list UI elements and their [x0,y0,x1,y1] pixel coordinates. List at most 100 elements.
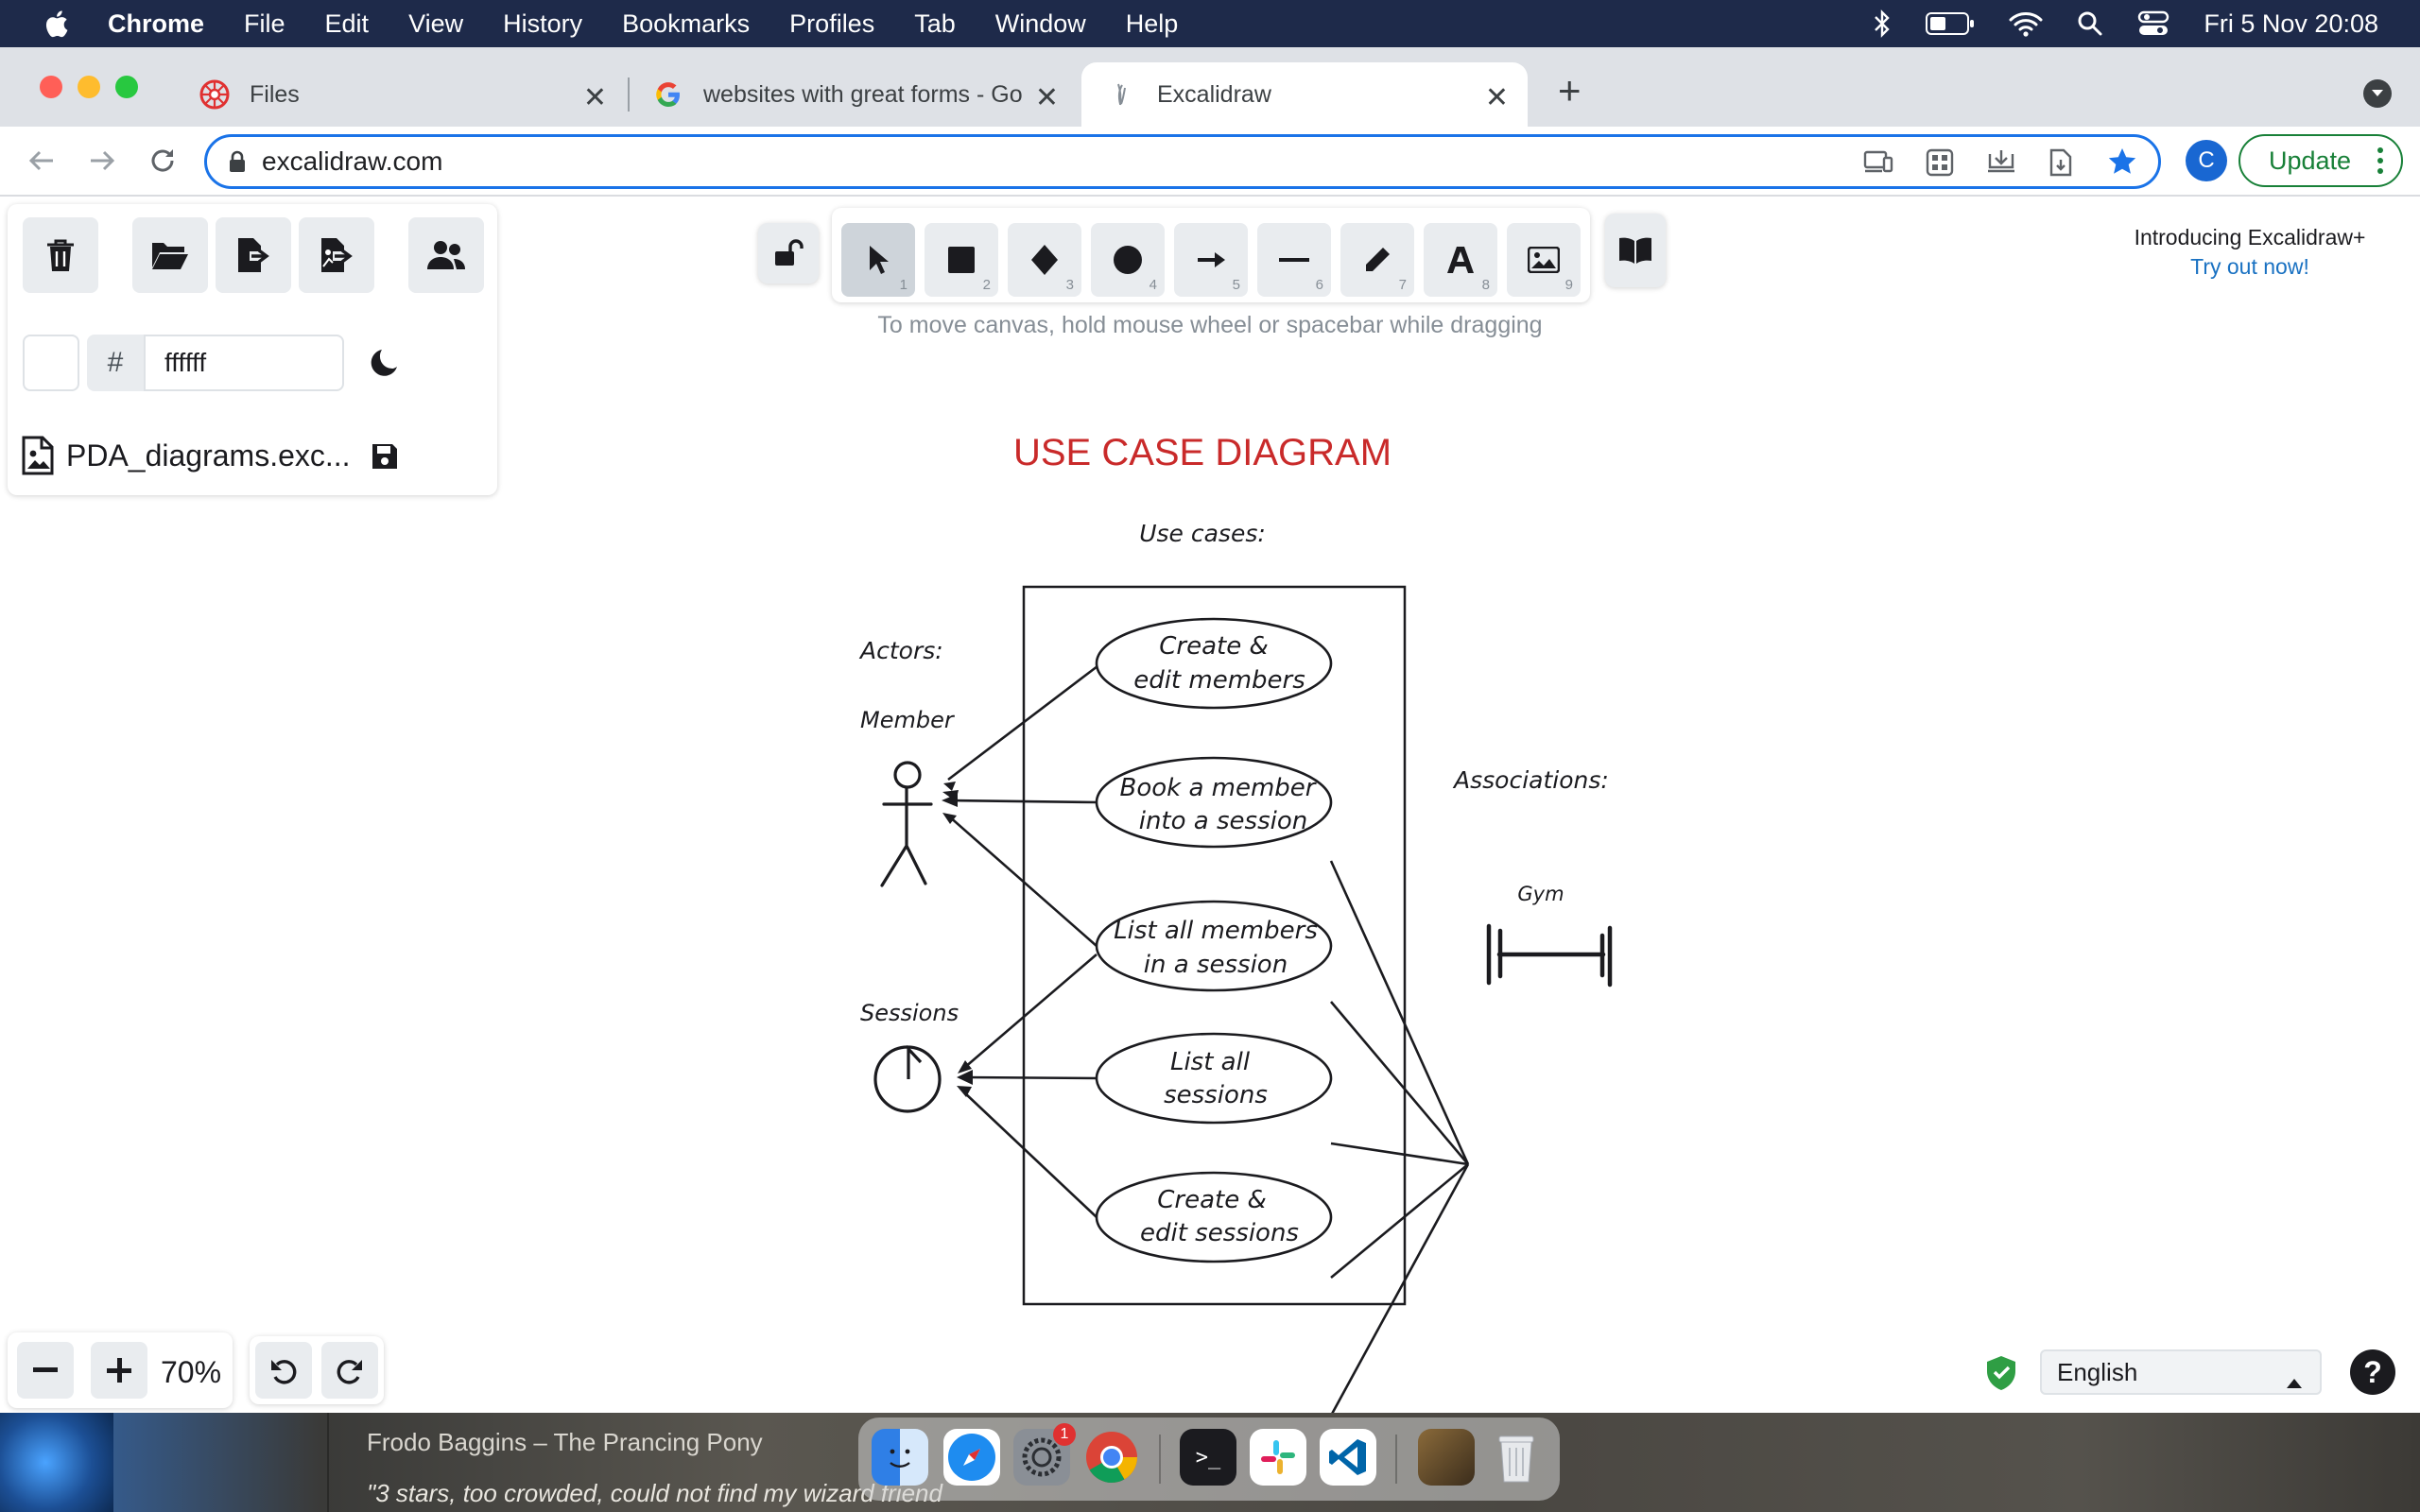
help-question-icon[interactable]: ? [2350,1349,2395,1395]
address-bar[interactable]: excalidraw.com [204,134,2161,189]
encryption-shield-icon[interactable] [1985,1355,2017,1396]
promo-link[interactable]: Try out now! [2190,254,2309,279]
chrome-icon[interactable] [1083,1429,1140,1486]
gym-label[interactable]: Gym [1517,883,1564,905]
bluetooth-icon[interactable] [1873,9,1892,38]
excalidraw-canvas[interactable]: # ffffff PDA_diagrams.exc... 1 2 3 4 5 6… [0,198,2420,1413]
menu-help[interactable]: Help [1125,9,1179,38]
current-filename[interactable]: PDA_diagrams.exc... [66,438,351,472]
selection-tool[interactable]: 1 [841,223,915,297]
save-page-icon[interactable] [2048,148,2073,181]
text-tool[interactable]: 8 [1424,223,1497,297]
reload-icon[interactable] [142,140,183,181]
line-tool[interactable]: 6 [1257,223,1331,297]
profile-avatar[interactable]: C [2186,140,2227,181]
pencil-draw-tool[interactable]: 7 [1340,223,1414,297]
music-widget-quote[interactable]: "3 stars, too crowded, could not find my… [367,1479,942,1507]
slack-icon[interactable] [1250,1429,1306,1486]
save-file-icon[interactable] [371,442,399,475]
menu-file[interactable]: File [244,9,285,38]
zoom-level-label[interactable]: 70% [161,1355,222,1389]
update-button[interactable]: Update [2238,134,2403,187]
terminal-icon[interactable]: >_ [1180,1429,1236,1486]
use-case-list-members-in-session[interactable]: List all members in a session [1095,900,1333,992]
use-case-diagram[interactable]: USE CASE DIAGRAM Use cases: Actors: Asso… [0,198,2420,1413]
menu-edit[interactable]: Edit [324,9,370,38]
use-case-create-edit-members[interactable]: Create & edit members [1095,617,1333,710]
open-file-button[interactable] [132,217,208,293]
menu-view[interactable]: View [408,9,464,38]
zoom-in-button[interactable] [91,1342,147,1399]
system-boundary[interactable] [1022,585,1407,1306]
system-preferences-icon[interactable]: 1 [1013,1423,1076,1486]
use-case-create-edit-sessions[interactable]: Create & edit sessions [1095,1171,1333,1263]
use-case-list-all-sessions[interactable]: List all sessions [1095,1032,1333,1125]
menu-history[interactable]: History [503,9,583,38]
install-app-icon[interactable] [1986,148,2016,181]
lock-icon[interactable] [228,150,247,173]
url-text[interactable]: excalidraw.com [262,146,443,176]
apple-logo-icon[interactable] [42,9,70,39]
safari-icon[interactable] [943,1429,1000,1486]
tab-files[interactable]: Files ✕ [189,62,624,127]
cast-device-icon[interactable] [1863,148,1893,181]
vscode-icon[interactable] [1320,1429,1376,1486]
canvas-background-swatch[interactable] [23,335,79,391]
rectangle-tool[interactable]: 2 [925,223,998,297]
tab-excalidraw[interactable]: Excalidraw ✕ [1081,62,1528,127]
control-center-icon[interactable] [2137,10,2169,37]
use-cases-heading[interactable]: Use cases: [1139,520,1266,547]
menu-tab[interactable]: Tab [914,9,956,38]
more-vert-icon[interactable] [2377,146,2384,182]
gym-association-lines[interactable] [1329,860,1470,1413]
export-image-button[interactable] [299,217,374,293]
spotlight-search-icon[interactable] [2077,10,2103,37]
arrow-tool[interactable]: 5 [1174,223,1248,297]
forward-arrow-icon[interactable] [81,140,123,181]
member-stick-figure-icon[interactable] [880,761,933,887]
new-tab-plus-icon[interactable]: + [1558,68,1582,112]
diamond-tool[interactable]: 3 [1008,223,1081,297]
tab-close-icon[interactable]: ✕ [1484,82,1509,113]
clear-canvas-button[interactable] [23,217,98,293]
trash-icon[interactable] [1488,1429,1545,1486]
member-association-arrows[interactable] [947,664,1098,947]
finder-icon[interactable] [872,1429,928,1486]
tab-close-icon[interactable]: ✕ [582,82,607,113]
library-button[interactable] [1605,214,1666,287]
redo-button[interactable] [321,1342,378,1399]
zoom-out-button[interactable] [17,1342,74,1399]
undo-button[interactable] [255,1342,312,1399]
ellipse-tool[interactable]: 4 [1091,223,1165,297]
menu-bookmarks[interactable]: Bookmarks [622,9,751,38]
diagram-title[interactable]: USE CASE DIAGRAM [1013,432,1392,473]
export-file-button[interactable] [216,217,291,293]
sessions-clock-icon[interactable] [873,1044,942,1113]
tab-close-icon[interactable]: ✕ [1028,81,1059,114]
music-widget-title[interactable]: Frodo Baggins – The Prancing Pony [367,1428,763,1456]
member-actor-label[interactable]: Member [860,707,956,733]
associations-heading[interactable]: Associations: [1452,766,1609,794]
language-select[interactable]: English [2040,1349,2322,1395]
wifi-icon[interactable] [2009,10,2043,37]
recent-photo-icon[interactable] [1418,1429,1475,1486]
battery-icon[interactable] [1926,11,1975,36]
menu-app-name[interactable]: Chrome [108,9,205,38]
image-tool[interactable]: 9 [1507,223,1581,297]
bookmark-star-icon[interactable] [2107,146,2137,181]
sessions-actor-label[interactable]: Sessions [860,1000,959,1026]
lock-tool-button[interactable] [758,223,819,284]
tab-google-search[interactable]: websites with great forms - Go ✕ [643,62,1078,127]
tab-search-chevron-icon[interactable] [2363,79,2392,108]
gym-dumbbell-icon[interactable] [1486,923,1613,988]
window-zoom-button[interactable] [115,76,138,98]
window-minimize-button[interactable] [78,76,100,98]
back-arrow-icon[interactable] [21,140,62,181]
window-close-button[interactable] [40,76,62,98]
menu-window[interactable]: Window [994,9,1086,38]
qr-code-icon[interactable] [1926,148,1954,181]
dark-mode-moon-icon[interactable] [369,346,401,383]
menu-profiles[interactable]: Profiles [789,9,875,38]
actors-heading[interactable]: Actors: [858,637,943,664]
menubar-clock[interactable]: Fri 5 Nov 20:08 [2204,9,2378,38]
